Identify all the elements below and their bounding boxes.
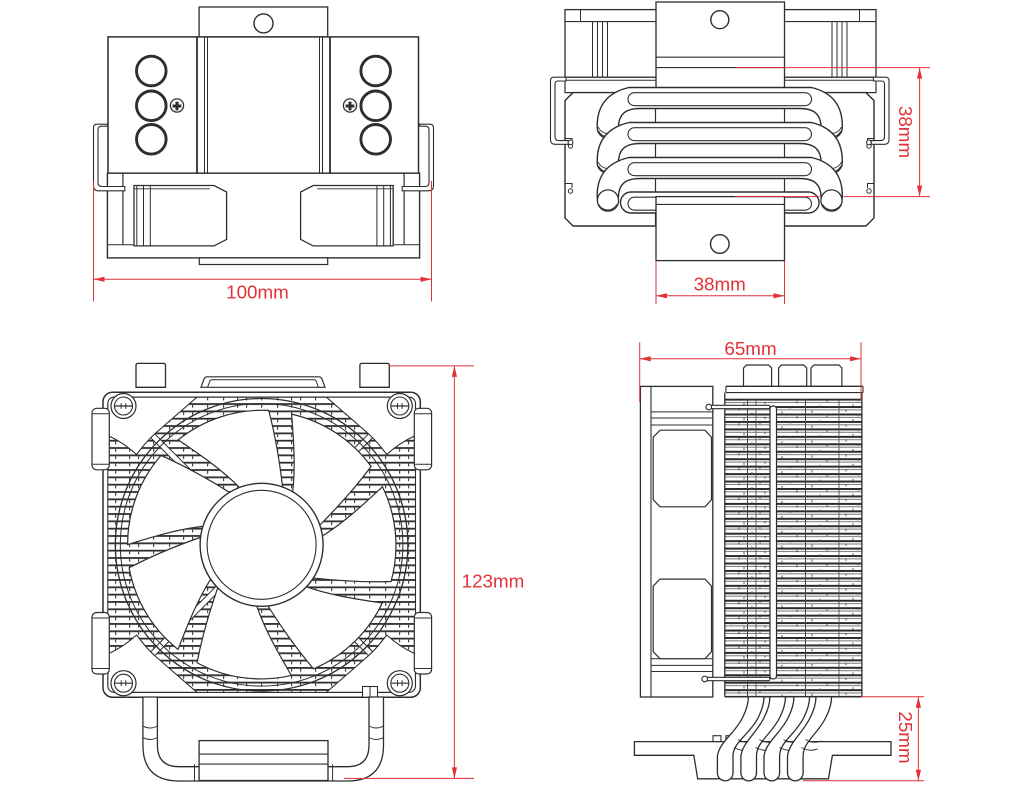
svg-text:25mm: 25mm [895,711,916,763]
svg-text:38mm: 38mm [694,274,746,295]
svg-text:123mm: 123mm [462,571,525,592]
svg-text:38mm: 38mm [895,106,916,158]
svg-text:100mm: 100mm [226,282,289,303]
svg-text:65mm: 65mm [724,338,776,359]
